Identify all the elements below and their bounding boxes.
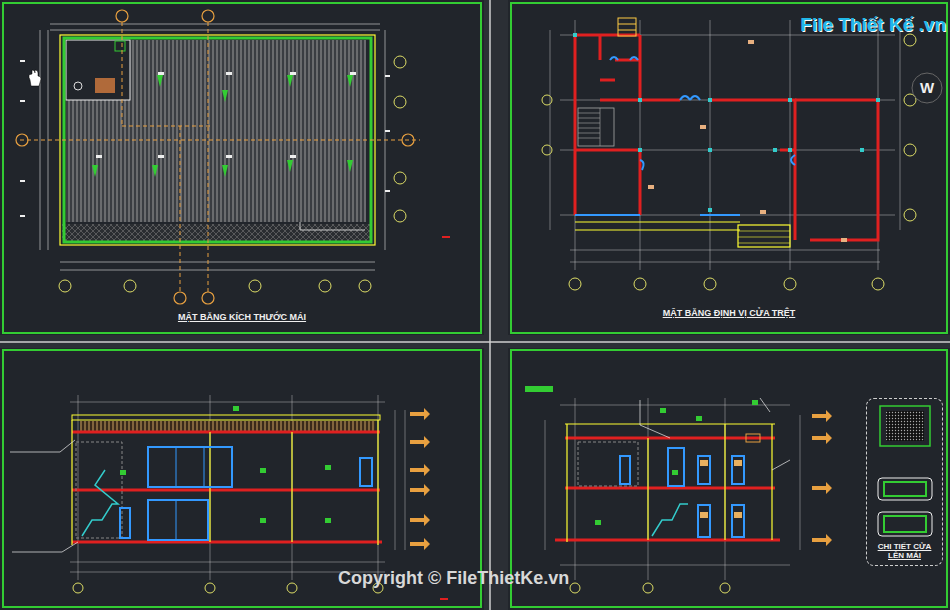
detail-box: CHI TIẾT CỬA LÊN MÁI (866, 398, 943, 566)
view-title: CHI TIẾT CỬA LÊN MÁI (867, 542, 942, 560)
drawing-panel: MẶT BẰNG KÍCH THƯỚC MÁI (2, 2, 482, 334)
drawing-panel: MẶT BẰNG ĐỊNH VỊ CỬA TRỆT (510, 2, 948, 334)
watermark: Copyright © FileThietKe.vn (338, 568, 569, 589)
view-title: MẶT BẰNG ĐỊNH VỊ CỬA TRỆT (512, 308, 946, 318)
logo-text: File Thiết Kế .vn (800, 14, 946, 36)
compass-letter: W (920, 79, 934, 96)
view-title: MẶT BẰNG KÍCH THƯỚC MÁI (4, 312, 480, 322)
